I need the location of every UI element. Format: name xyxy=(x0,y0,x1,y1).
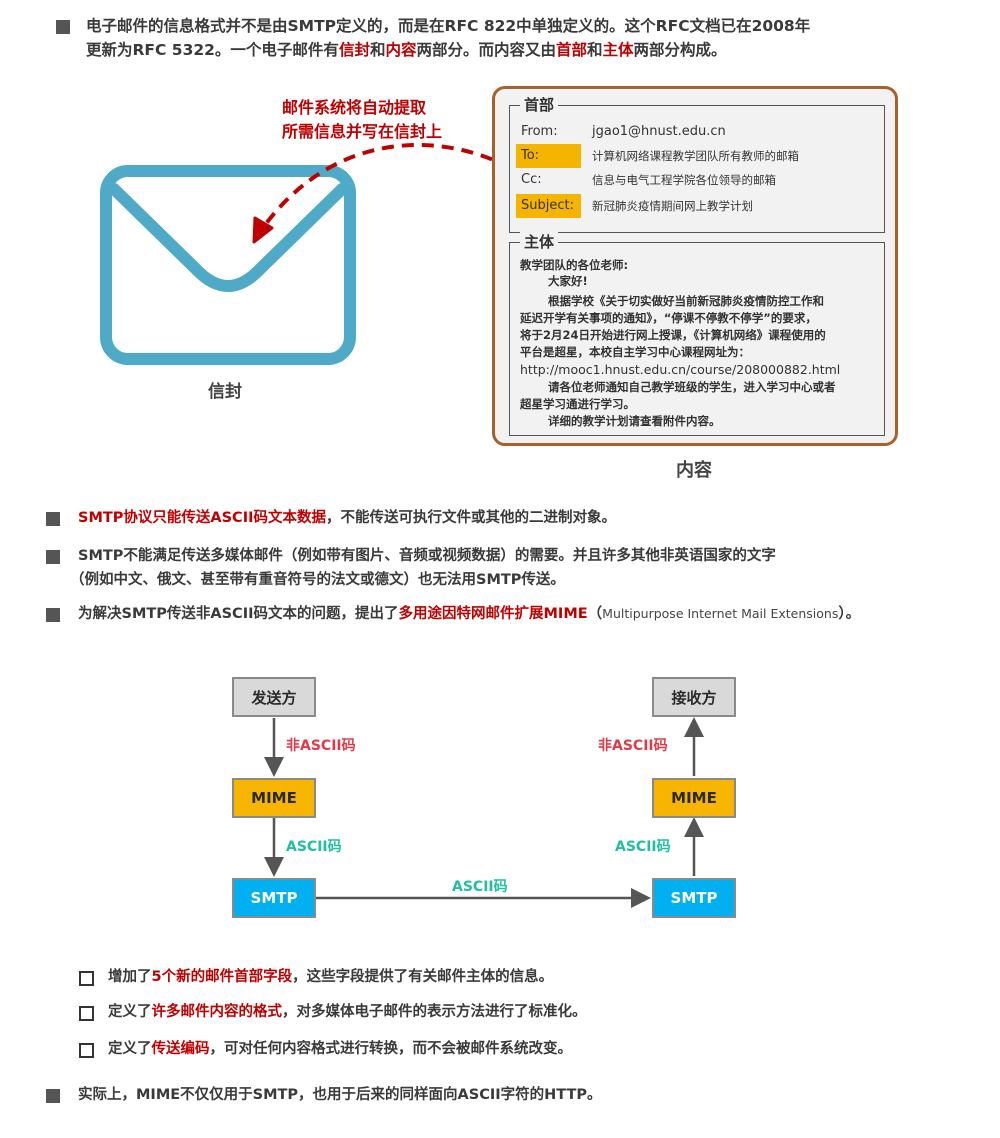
body-section: 主体 教学团队的各位老师: 大家好! 根据学校《关于切实做好当前新冠肺炎疫情防控… xyxy=(509,231,885,436)
body-line: 超星学习通进行学习。 xyxy=(520,397,635,411)
arrow-note-line-1: 邮件系统将自动提取 xyxy=(282,98,427,117)
sub-point-transfer-encoding: 定义了传送编码，可对任何内容格式进行转换，而不会被邮件系统改变。 xyxy=(108,1041,572,1057)
header-legend: 首部 xyxy=(520,94,559,115)
arrow-note-line-2: 所需信息并写在信封上 xyxy=(282,122,443,141)
body-line: 将于2月24日开始进行网上授课，《计算机网络》课程使用的 xyxy=(520,328,826,342)
mail-content-panel: 首部 From: jgao1@hnust.edu.cn To: 计算机网络课程教… xyxy=(492,86,898,446)
checkbox-square xyxy=(79,971,94,986)
bullet-square xyxy=(46,550,60,564)
header-key-to: To: xyxy=(516,144,581,168)
label-ascii-right: ASCII码 xyxy=(615,839,671,855)
receiver-box: 接收方 xyxy=(652,677,736,717)
envelope-caption: 信封 xyxy=(208,382,242,402)
header-key-cc: Cc: xyxy=(521,172,542,187)
intro-line-2: 更新为RFC 5322。一个电子邮件有信封和内容两部分。而内容又由首部和主体两部… xyxy=(86,41,727,59)
sub-point-content-formats: 定义了许多邮件内容的格式，对多媒体电子邮件的表示方法进行了标准化。 xyxy=(108,1004,587,1020)
header-key-subject: Subject: xyxy=(516,194,581,218)
body-line-url: http://mooc1.hnust.edu.cn/course/2080008… xyxy=(520,362,841,377)
body-line: 根据学校《关于切实做好当前新冠肺炎疫情防控工作和 xyxy=(520,294,825,308)
body-line: 延迟开学有关事项的通知》，“停课不停教不停学”的要求， xyxy=(520,311,817,325)
bullet-square xyxy=(46,512,60,526)
body-line: 请各位老师通知自己教学班级的学生，进入学习中心或者 xyxy=(520,380,836,394)
bullet-smtp-multimedia-l2: （例如中文、俄文、甚至带有重音符号的法文或德文）也无法用SMTP传送。 xyxy=(70,572,565,588)
bullet-square xyxy=(46,1089,60,1103)
body-line: 平台是超星，本校自主学习中心课程网址为： xyxy=(520,345,750,359)
label-non-ascii-right: 非ASCII码 xyxy=(598,738,668,754)
sender-box: 发送方 xyxy=(232,677,316,717)
label-ascii-left: ASCII码 xyxy=(286,839,342,855)
checkbox-square xyxy=(79,1006,94,1021)
intro-line-1: 电子邮件的信息格式并不是由SMTP定义的，而是在RFC 822中单独定义的。这个… xyxy=(86,17,811,35)
header-value-subject: 新冠肺炎疫情期间网上教学计划 xyxy=(592,199,753,213)
header-value-to: 计算机网络课程教学团队所有教师的邮箱 xyxy=(592,149,799,163)
smtp-left-box: SMTP xyxy=(232,878,316,918)
body-line: 详细的教学计划请查看附件内容。 xyxy=(520,414,721,428)
bullet-square xyxy=(46,608,60,622)
final-note: 实际上，MIME不仅仅用于SMTP，也用于后来的同样面向ASCII字符的HTTP… xyxy=(78,1087,602,1103)
dashed-arrow xyxy=(252,143,511,244)
label-ascii-mid: ASCII码 xyxy=(452,879,508,895)
checkbox-square xyxy=(79,1043,94,1058)
header-value-from: jgao1@hnust.edu.cn xyxy=(592,124,726,139)
envelope-icon xyxy=(100,165,356,365)
mail-content-caption: 内容 xyxy=(676,460,712,481)
header-section: 首部 From: jgao1@hnust.edu.cn To: 计算机网络课程教… xyxy=(509,94,885,233)
arrow-note: 邮件系统将自动提取 所需信息并写在信封上 xyxy=(282,96,442,144)
label-non-ascii-left: 非ASCII码 xyxy=(286,738,356,754)
header-key-from: From: xyxy=(521,124,558,139)
smtp-right-box: SMTP xyxy=(652,878,736,918)
mime-left-box: MIME xyxy=(232,778,316,818)
sub-point-header-fields: 增加了5个新的邮件首部字段，这些字段提供了有关邮件主体的信息。 xyxy=(108,969,554,985)
bullet-square-intro xyxy=(56,20,70,34)
header-value-cc: 信息与电气工程学院各位领导的邮箱 xyxy=(592,173,776,187)
bullet-smtp-ascii-only: SMTP协议只能传送ASCII码文本数据，不能传送可执行文件或其他的二进制对象。 xyxy=(78,510,616,526)
body-line: 教学团队的各位老师: xyxy=(520,258,629,272)
bullet-smtp-multimedia-l1: SMTP不能满足传送多媒体邮件（例如带有图片、音频或视频数据）的需要。并且许多其… xyxy=(78,548,776,564)
body-line: 大家好! xyxy=(520,274,588,288)
bullet-mime-intro: 为解决SMTP传送非ASCII码文本的问题，提出了多用途因特网邮件扩展MIME（… xyxy=(78,606,861,622)
body-legend: 主体 xyxy=(520,231,559,252)
mime-right-box: MIME xyxy=(652,778,736,818)
